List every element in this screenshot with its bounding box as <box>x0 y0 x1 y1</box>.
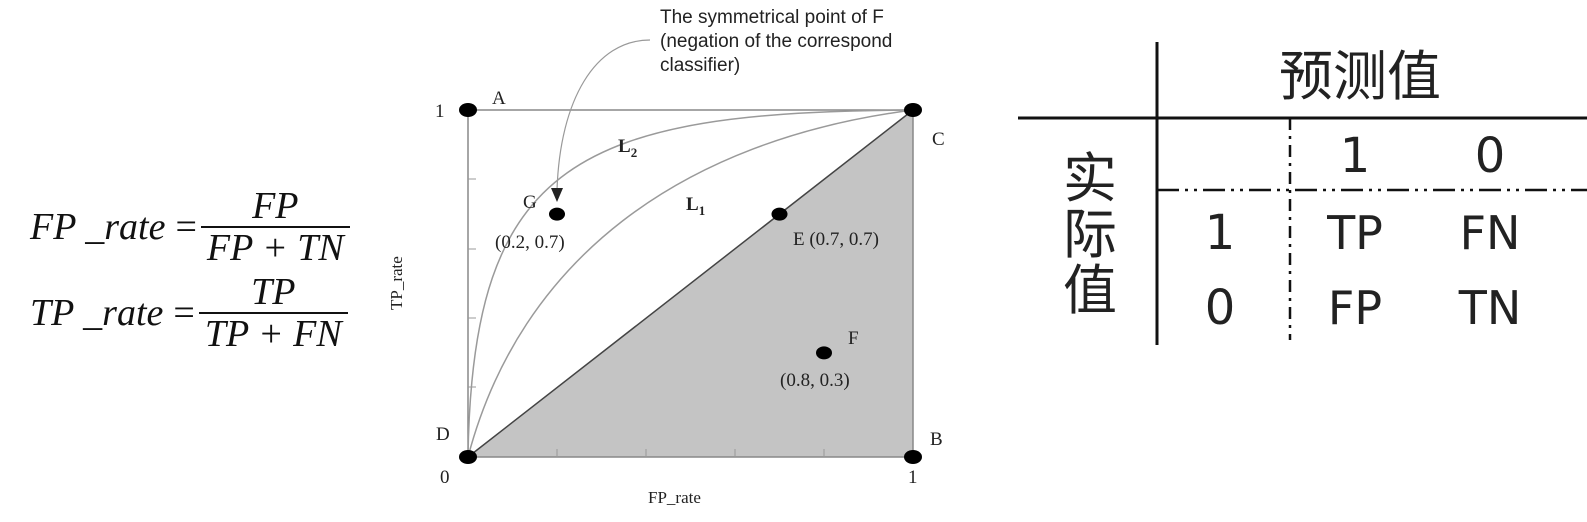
annotation-text: The symmetrical point of F (negation of … <box>660 6 990 78</box>
cell-tn: TN <box>1458 281 1522 335</box>
roc-point-f <box>816 346 832 360</box>
actual-header-char: 实 <box>1063 147 1117 210</box>
tp-rate-lhs: TP _rate <box>30 292 164 334</box>
roc-svg: A C D B 1 0 1 G (0.2, 0.7) E (0.7, 0.7) … <box>387 39 945 507</box>
roc-point-e <box>771 207 788 221</box>
curve-label-l1: L1 <box>686 194 705 218</box>
equals-sign: = <box>175 206 197 248</box>
annotation-line: classifier) <box>660 55 741 76</box>
cell-fp: FP <box>1327 281 1383 335</box>
corner-label-c: C <box>932 129 945 150</box>
x-tick-1: 1 <box>908 467 918 488</box>
corner-point-b <box>904 450 922 464</box>
actual-row-1: 1 <box>1204 205 1236 261</box>
point-coords-f: (0.8, 0.3) <box>780 370 850 391</box>
matrix-lines <box>1018 42 1587 345</box>
curve-label-l2: L2 <box>618 136 637 160</box>
fp-rate-lhs: FP _rate <box>30 206 166 248</box>
pred-col-0: 0 <box>1474 128 1506 184</box>
fp-rate-fraction: FP FP + TN <box>200 185 350 269</box>
curve-l1 <box>467 109 914 458</box>
fp-rate-formula: FP _rate = FP FP + TN <box>30 186 350 268</box>
tp-rate-formula: TP _rate = TP TP + FN <box>30 272 348 354</box>
roc-points <box>549 207 832 360</box>
annotation-line: (negation of the correspond <box>660 31 893 52</box>
fraction-bar <box>198 312 348 314</box>
point-label-f: F <box>848 328 859 349</box>
cell-fn: FN <box>1459 206 1521 260</box>
diagonal-line <box>467 109 914 458</box>
tp-rate-denominator: TP + FN <box>204 313 342 355</box>
annotation-arrow <box>556 39 651 191</box>
plot-frame <box>467 109 914 458</box>
y-tick-1: 1 <box>435 101 445 122</box>
roc-point-g <box>549 207 565 221</box>
curve-l2 <box>467 109 914 458</box>
pred-col-1: 1 <box>1339 128 1371 184</box>
tp-rate-fraction: TP TP + FN <box>198 271 348 355</box>
annotation-line: The symmetrical point of F <box>660 7 884 28</box>
actual-header-char: 值 <box>1063 259 1117 322</box>
arrow-head <box>551 188 563 202</box>
corner-point-d <box>459 450 477 464</box>
point-coords-g: (0.2, 0.7) <box>495 232 565 253</box>
axis-ticks <box>468 178 825 457</box>
x-axis-label: FP_rate <box>648 488 701 507</box>
roc-space-diagram: A C D B 1 0 1 G (0.2, 0.7) E (0.7, 0.7) … <box>380 0 1000 522</box>
equals-sign: = <box>173 292 195 334</box>
corner-label-a: A <box>492 88 506 109</box>
corner-label-d: D <box>436 424 450 445</box>
fp-rate-denominator: FP + TN <box>206 227 344 269</box>
actual-header-char: 际 <box>1063 203 1117 266</box>
cell-tp: TP <box>1327 206 1383 260</box>
fraction-bar <box>200 226 350 228</box>
rate-formulas: FP _rate = FP FP + TN TP _rate = TP TP +… <box>0 0 380 522</box>
y-axis-label: TP_rate <box>387 256 406 310</box>
predicted-header: 预测值 <box>1279 45 1441 108</box>
fp-rate-numerator: FP <box>252 185 299 227</box>
confusion-matrix: 预测值 实 际 值 1 0 1 0 TP FN FP TN <box>1000 0 1587 522</box>
corner-label-b: B <box>930 429 943 450</box>
tp-rate-numerator: TP <box>251 271 296 313</box>
corner-point-a <box>459 103 477 117</box>
corner-point-c <box>904 103 922 117</box>
actual-row-0: 0 <box>1204 280 1236 336</box>
point-label-g: G <box>523 192 537 213</box>
x-tick-0: 0 <box>440 467 450 488</box>
point-label-e: E (0.7, 0.7) <box>793 229 879 250</box>
